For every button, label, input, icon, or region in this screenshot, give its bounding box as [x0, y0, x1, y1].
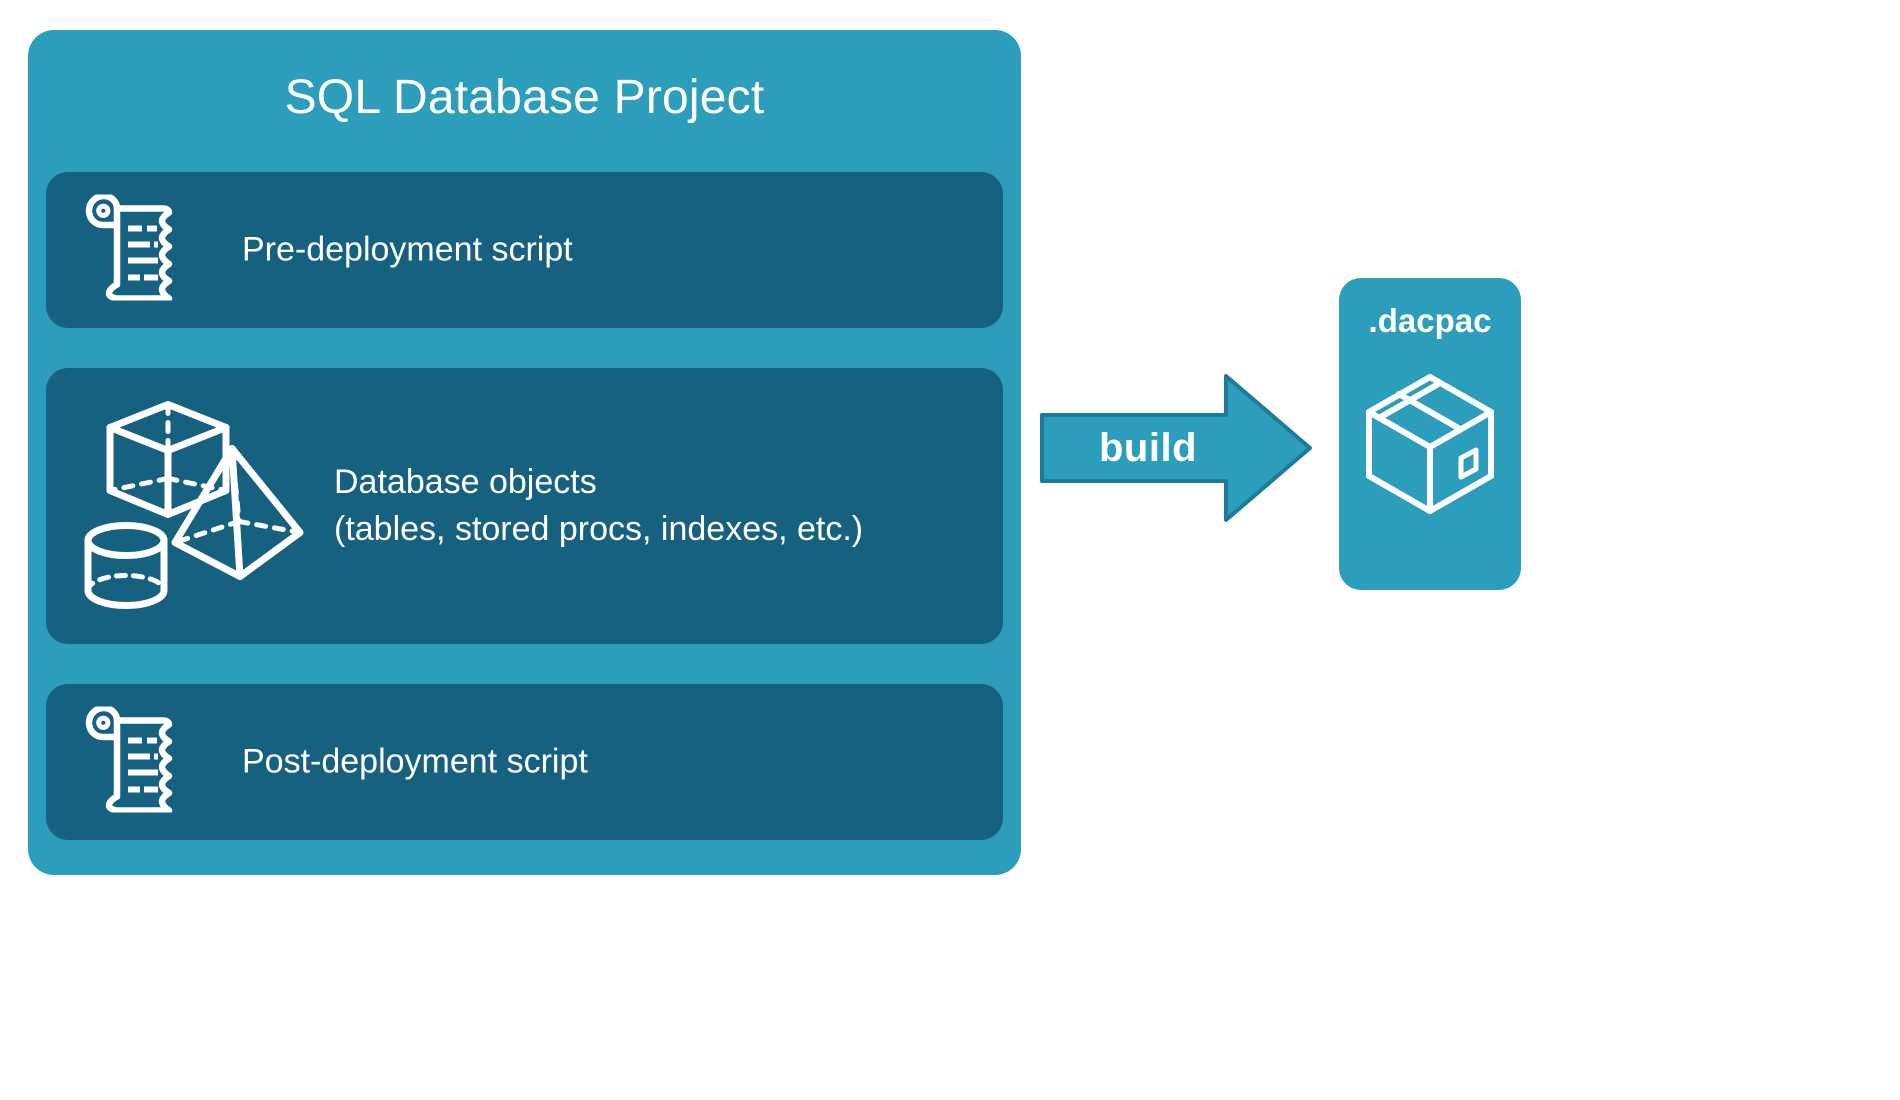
sql-database-project-panel: SQL Database Project [28, 30, 1021, 875]
card-label-database-objects: Database objects (tables, stored procs, … [334, 463, 864, 548]
arrow-right-icon [1040, 374, 1312, 522]
card-label-pre-deployment-script: Pre-deployment script [242, 230, 573, 269]
card-post-deployment-script[interactable]: Post-deployment script [46, 684, 1003, 840]
card-database-objects[interactable]: Database objects (tables, stored procs, … [46, 368, 1003, 644]
dacpac-title: .dacpac [1368, 302, 1492, 339]
package-box-icon [1363, 366, 1497, 525]
project-title: SQL Database Project [284, 71, 765, 124]
dacpac-output-panel: .dacpac [1339, 278, 1521, 590]
card-label-post-deployment-script: Post-deployment script [242, 742, 588, 781]
scroll-icon [84, 192, 188, 306]
shapes-icon [72, 391, 312, 622]
scroll-icon [84, 704, 188, 818]
card-pre-deployment-script[interactable]: Pre-deployment script [46, 172, 1003, 328]
